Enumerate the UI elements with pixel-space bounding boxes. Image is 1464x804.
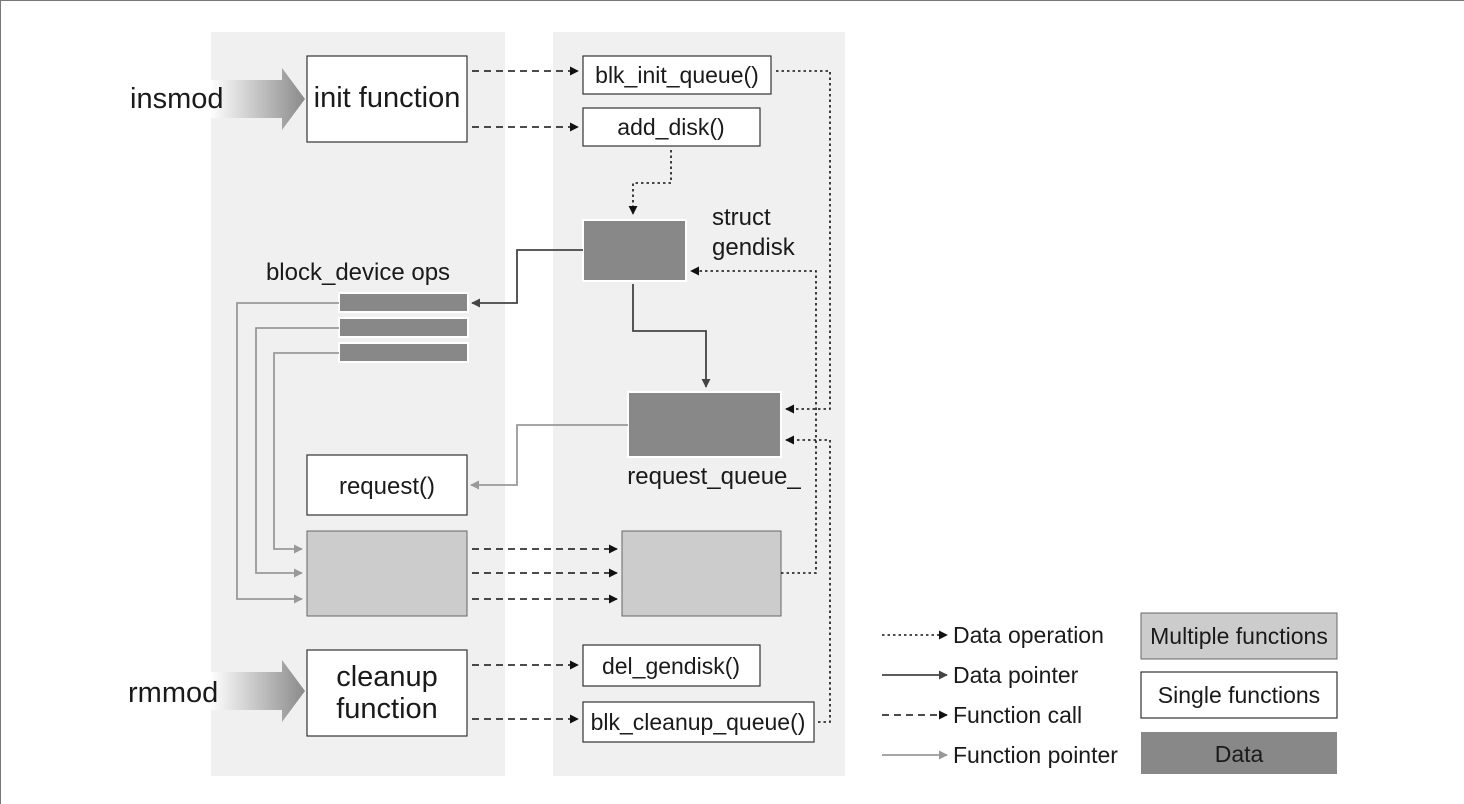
add-disk-box — [582, 107, 761, 147]
add-disk-to-gendisk-op — [628, 150, 672, 215]
request-queue-data — [627, 391, 782, 458]
legend-function-pointer-label: Function pointer — [953, 742, 1118, 768]
legend-function-call-label: Function call — [953, 702, 1082, 728]
block-device-ops-entry-3 — [338, 342, 469, 363]
del-gendisk-label: del_gendisk() — [602, 653, 740, 679]
gendisk-label-2: gendisk — [712, 234, 796, 261]
init-function-box — [306, 55, 468, 143]
block-device-ops-entry-2 — [338, 317, 469, 338]
add-disk-label: add_disk() — [617, 114, 724, 140]
blk-init-queue-box — [582, 55, 772, 95]
request-function-box — [306, 454, 468, 516]
blk-cleanup-queue-box — [582, 701, 815, 743]
del-gendisk-box — [582, 644, 761, 687]
blk-init-queue-label: blk_init_queue() — [595, 62, 759, 88]
legend-data-swatch — [1141, 732, 1337, 774]
rmmod-arrow — [210, 660, 305, 722]
request-queue-label: request_queue_ — [627, 463, 801, 490]
legend-multiple-functions-label: Multiple functions — [1150, 623, 1328, 649]
legend-data-operation-label: Data operation — [953, 622, 1104, 648]
legend-single-functions-label: Single functions — [1158, 682, 1320, 708]
ops-to-gendisk-op — [690, 266, 817, 574]
init-function-label: init function — [314, 82, 461, 114]
request-queue-to-request-pointer — [470, 424, 628, 490]
gendisk-to-block-device-ops-pointer — [471, 249, 583, 308]
legend-data-label: Data — [1215, 741, 1264, 767]
blk-cleanup-queue-label: blk_cleanup_queue() — [591, 709, 806, 735]
cleanup-function-box — [306, 649, 468, 737]
ops-entry-3-pointer — [273, 352, 339, 554]
gendisk-to-request-queue-pointer — [632, 284, 711, 388]
gendisk-data — [582, 219, 687, 282]
cleanup-function-label-1: cleanup — [336, 661, 438, 693]
rmmod-label: rmmod — [128, 677, 218, 709]
legend-single-functions-swatch — [1140, 671, 1338, 719]
legend-data-pointer-label: Data pointer — [953, 662, 1079, 688]
block-device-ops-entry-1 — [338, 292, 469, 313]
blk-init-queue-to-request-queue-op — [776, 70, 831, 414]
ops-entry-1-pointer — [236, 302, 339, 604]
cleanup-function-label-2: function — [336, 693, 438, 725]
request-function-label: request() — [339, 473, 435, 500]
kernel-ops-functions-box — [621, 530, 782, 617]
ops-entry-2-pointer — [255, 327, 339, 578]
module-ops-functions-box — [306, 530, 468, 617]
gendisk-label-1: struct — [712, 204, 771, 231]
blk-cleanup-queue-to-request-queue-op — [785, 435, 831, 723]
insmod-arrow — [210, 68, 305, 130]
insmod-label: insmod — [130, 83, 224, 115]
block-device-ops-label: block_device ops — [266, 259, 450, 286]
legend-multiple-functions-swatch — [1140, 612, 1338, 660]
